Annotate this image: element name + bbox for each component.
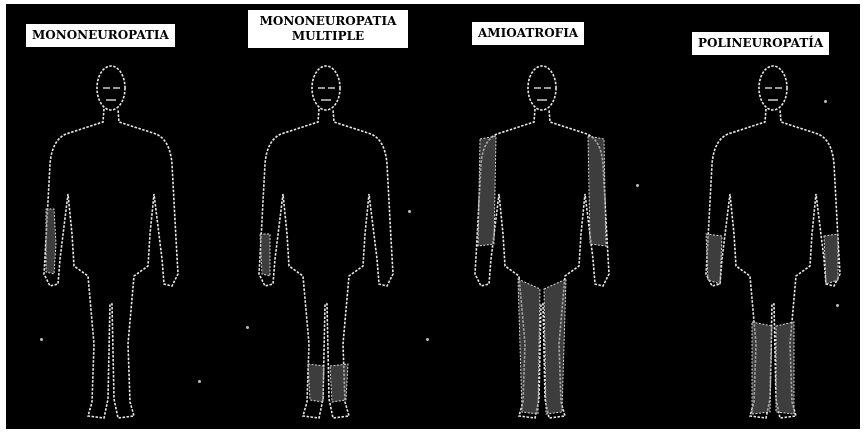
scan-speck xyxy=(198,380,201,383)
scan-speck xyxy=(426,338,429,341)
panel-mononeuropatia: MONONEUROPATIA xyxy=(6,4,220,429)
scan-speck xyxy=(824,100,827,103)
body-silhouette-2 xyxy=(220,4,434,429)
affected-zone-right-lower-leg xyxy=(308,364,324,402)
affected-zone-right-lower-leg xyxy=(752,322,772,414)
affected-zone-left-lower-leg xyxy=(330,364,348,402)
scan-speck xyxy=(636,184,639,187)
affected-zone-right-forearm xyxy=(46,209,56,274)
neuropathy-figure: MONONEUROPATIA MONONEUROPATIA MULTIPLE xyxy=(6,4,860,429)
affected-zone-right-hand xyxy=(706,234,722,284)
affected-zone-right-leg xyxy=(518,279,540,414)
body-silhouette-3 xyxy=(434,4,648,429)
affected-zone-left-hand xyxy=(824,234,838,284)
affected-zone-left-lower-leg xyxy=(776,322,794,414)
affected-zone-left-leg xyxy=(544,279,566,414)
scan-speck xyxy=(836,304,839,307)
panel-amioatrofia: AMIOATROFIA xyxy=(434,4,648,429)
scan-speck xyxy=(246,326,249,329)
panel-mononeuropatia-multiple: MONONEUROPATIA MULTIPLE xyxy=(220,4,434,429)
scan-speck xyxy=(408,210,411,213)
body-silhouette-1 xyxy=(6,4,220,429)
scan-speck xyxy=(40,338,43,341)
affected-zone-right-hand xyxy=(260,234,270,276)
body-silhouette-4 xyxy=(648,4,860,429)
affected-zone-left-arm xyxy=(588,136,606,246)
panel-polineuropatia: POLINEUROPATÍA xyxy=(648,4,860,429)
affected-zone-right-arm xyxy=(478,136,496,246)
